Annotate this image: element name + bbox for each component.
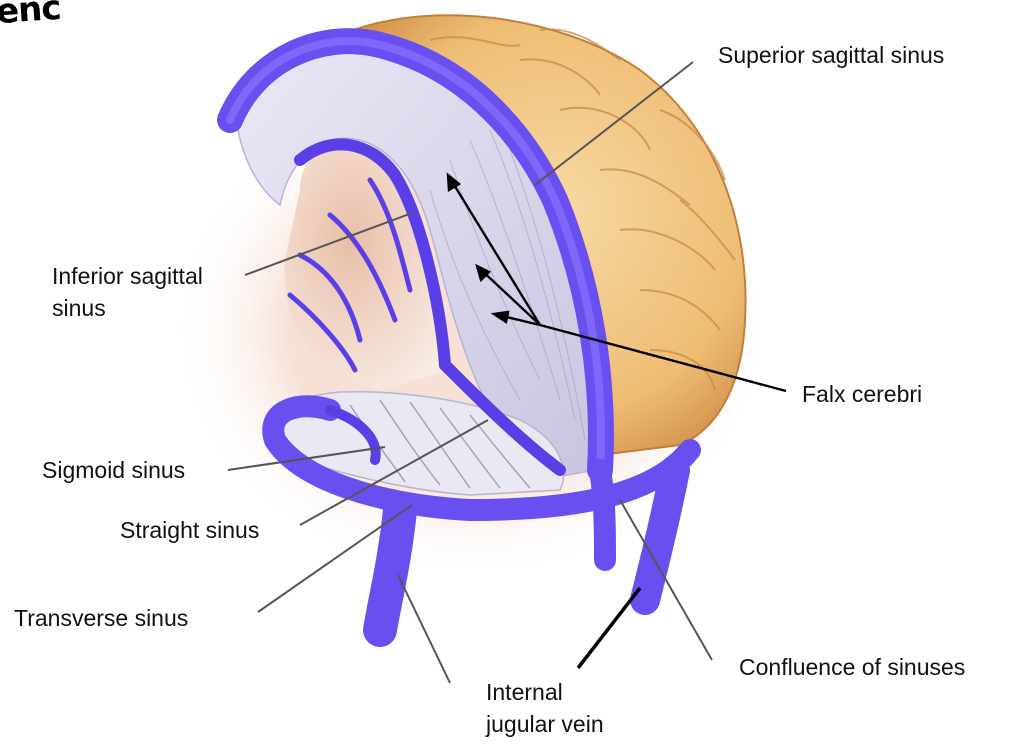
label-sigmoid-sinus: Sigmoid sinus [42, 456, 185, 484]
leader-internal-jugular-right [578, 588, 640, 668]
internal-jugular-vein-left [380, 510, 400, 630]
label-transverse-sinus: Transverse sinus [14, 604, 188, 632]
label-falx-cerebri: Falx cerebri [802, 380, 922, 408]
confluence-vessel [600, 470, 605, 560]
label-inferior-sagittal-sinus-line1: Inferior sagittal [52, 262, 203, 290]
label-straight-sinus: Straight sinus [120, 516, 259, 544]
label-superior-sagittal-sinus: Superior sagittal sinus [718, 41, 944, 69]
label-internal-jugular-vein-line2: jugular vein [486, 710, 604, 738]
leader-internal-jugular-left [398, 575, 450, 683]
label-confluence-of-sinuses: Confluence of sinuses [739, 653, 965, 681]
label-internal-jugular-vein-line1: Internal [486, 678, 563, 706]
label-inferior-sagittal-sinus-line2: sinus [52, 294, 106, 322]
